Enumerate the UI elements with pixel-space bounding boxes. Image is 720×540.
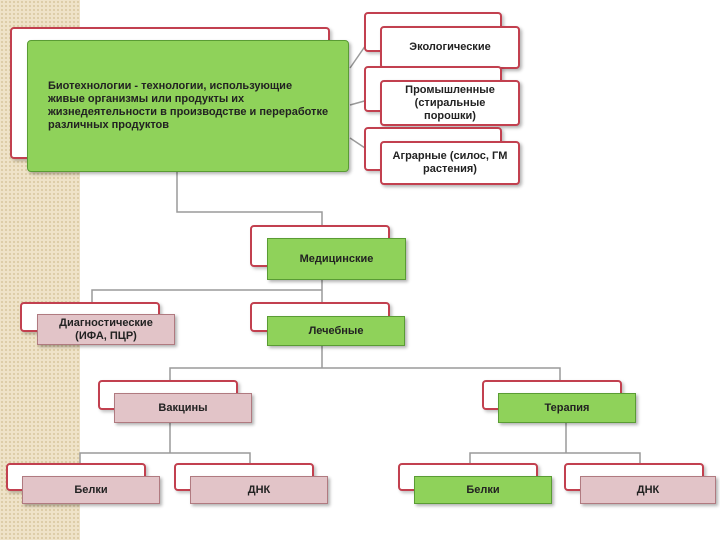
medical-node: Медицинские [267, 238, 406, 280]
vaccine-proteins-node: Белки [22, 476, 160, 504]
ecological-node: Экологические [380, 26, 520, 69]
curative-node: Лечебные [267, 316, 405, 346]
medical-node-text: Медицинские [299, 252, 374, 265]
therapy-node-text: Терапия [544, 401, 590, 414]
ecological-node-text: Экологические [409, 41, 491, 53]
therapy-proteins-node: Белки [414, 476, 552, 504]
industrial-node: Промышленные (стиральные порошки) [380, 80, 520, 126]
therapy-dna-node-text: ДНК [636, 483, 660, 496]
diagnostic-node: Диагностические (ИФА, ПЦР) [37, 314, 175, 345]
agrarian-node-text: Аграрные (силос, ГМ растения) [392, 150, 508, 175]
therapy-proteins-node-text: Белки [466, 483, 500, 496]
root-node: Биотехнологии - технологии, использующие… [27, 40, 349, 172]
vaccine-dna-node: ДНК [190, 476, 328, 504]
vaccine-dna-node-text: ДНК [247, 483, 271, 496]
vaccines-node: Вакцины [114, 393, 252, 423]
diagnostic-node-text: Диагностические (ИФА, ПЦР) [59, 316, 153, 342]
root-node-text: Биотехнологии - технологии, использующие… [48, 80, 329, 131]
connector-root-medical [176, 172, 323, 225]
vaccines-node-text: Вакцины [158, 401, 208, 414]
agrarian-node: Аграрные (силос, ГМ растения) [380, 141, 520, 185]
connector-vaccines-children [79, 422, 251, 463]
connector-medical-children [91, 280, 323, 302]
vaccine-proteins-node-text: Белки [74, 483, 108, 496]
therapy-node: Терапия [498, 393, 636, 423]
connector-therapy-children [469, 422, 641, 463]
connector-curative-children [169, 345, 561, 380]
industrial-node-text: Промышленные (стиральные порошки) [405, 83, 495, 122]
curative-node-text: Лечебные [308, 324, 364, 337]
therapy-dna-node: ДНК [580, 476, 716, 504]
